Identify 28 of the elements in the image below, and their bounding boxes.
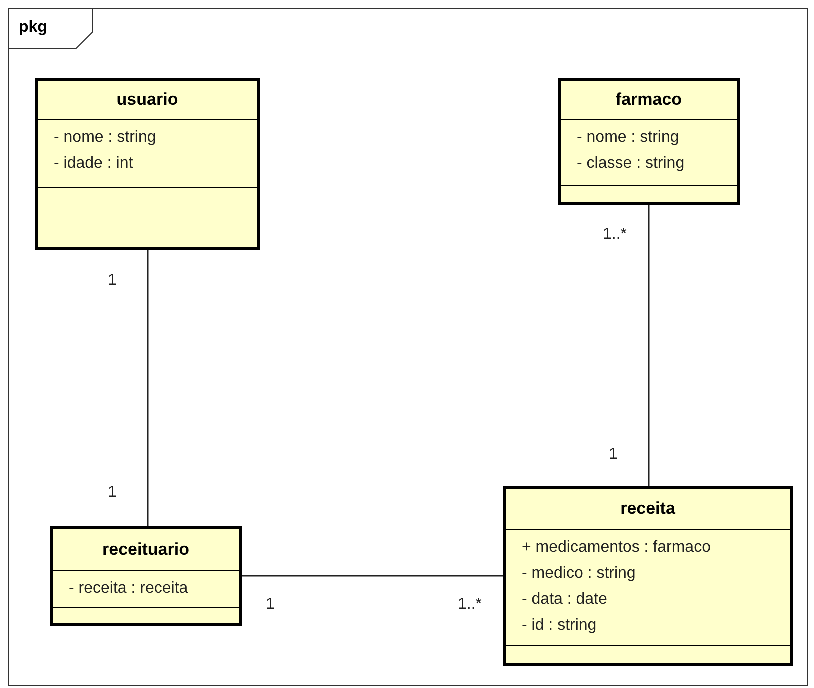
attribute: - nome : string xyxy=(54,128,156,148)
class-box xyxy=(50,526,242,626)
attribute: - receita : receita xyxy=(69,579,188,599)
class-name: receita xyxy=(620,499,676,519)
attribute: + medicamentos : farmaco xyxy=(522,538,711,558)
multiplicity: 1 xyxy=(108,484,117,502)
multiplicity: 1 xyxy=(609,446,618,464)
multiplicity: 1 xyxy=(266,596,275,614)
class-name: farmaco xyxy=(616,90,682,110)
package-frame xyxy=(8,8,808,686)
attribute: - data : date xyxy=(522,590,608,610)
multiplicity: 1 xyxy=(108,272,117,290)
attribute: - classe : string xyxy=(577,154,685,174)
association-line xyxy=(648,205,650,486)
class-name: receituario xyxy=(102,540,190,560)
attribute: - idade : int xyxy=(54,154,134,174)
attribute: - medico : string xyxy=(522,564,636,584)
class-box xyxy=(35,78,260,250)
association-line xyxy=(242,575,503,577)
multiplicity: 1..* xyxy=(603,226,628,244)
association-line xyxy=(147,250,149,526)
package-name: pkg xyxy=(19,19,48,37)
multiplicity: 1..* xyxy=(458,596,482,614)
class-box xyxy=(558,78,740,205)
class-box xyxy=(503,486,793,666)
class-name: usuario xyxy=(116,90,178,110)
attribute: - id : string xyxy=(522,616,597,636)
attribute: - nome : string xyxy=(577,128,680,148)
